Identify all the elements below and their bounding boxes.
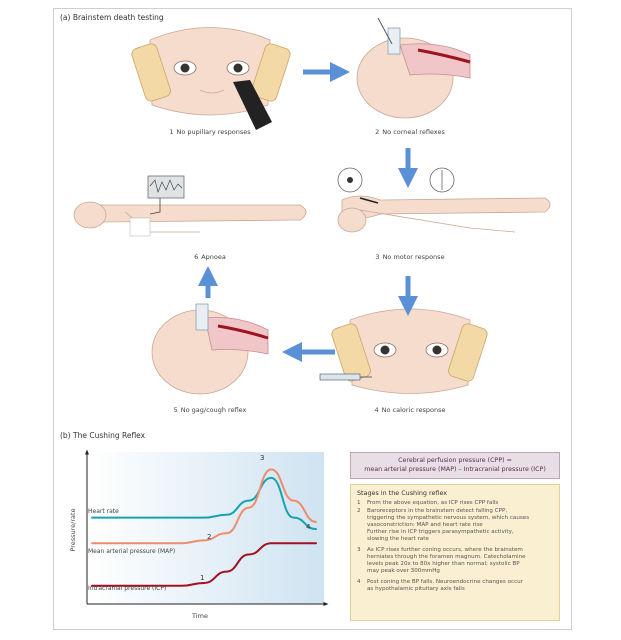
marker-3: 3 (260, 454, 264, 462)
section-b-label: (b) The Cushing Reflex (60, 431, 146, 440)
gag-reflex-illustration (151, 303, 269, 395)
motor-response-illustration (337, 167, 551, 233)
chart-plot-area (87, 452, 324, 604)
series-label-heart-rate: Heart rate (88, 508, 119, 515)
marker-4: 4 (306, 523, 311, 531)
x-axis-label: Time (191, 612, 208, 620)
corneal-reflex-illustration (356, 17, 471, 119)
caloric-response-illustration (319, 308, 488, 394)
series-line-mean-arterial-pressure-map (91, 468, 317, 545)
cushing-stages-box: Stages in the Cushing reflex 1 From the … (350, 484, 560, 621)
section-a-label: (a) Brainstem death testing (60, 13, 164, 22)
eyes-examination-illustration (131, 27, 291, 130)
cpp-equation-line-2: mean arterial pressure (MAP) – Intracran… (364, 466, 546, 473)
cpp-equation-line-1: Cerebral perfusion pressure (CPP) = (398, 457, 512, 464)
series-label-icp: Intracranial pressure (ICP) (88, 585, 166, 592)
marker-1: 1 (200, 574, 204, 582)
series-line-intracranial-pressure-icp (91, 542, 317, 587)
y-axis-label: Pressure/rate (69, 508, 77, 551)
cpp-equation-box: Cerebral perfusion pressure (CPP) = mean… (350, 452, 560, 479)
marker-2: 2 (207, 533, 211, 541)
series-line-heart-rate (91, 476, 317, 530)
series-label-map: Mean arterial pressure (MAP) (88, 548, 175, 555)
stages-title: Stages in the Cushing reflex (357, 489, 448, 497)
apnoea-illustration (73, 175, 307, 237)
